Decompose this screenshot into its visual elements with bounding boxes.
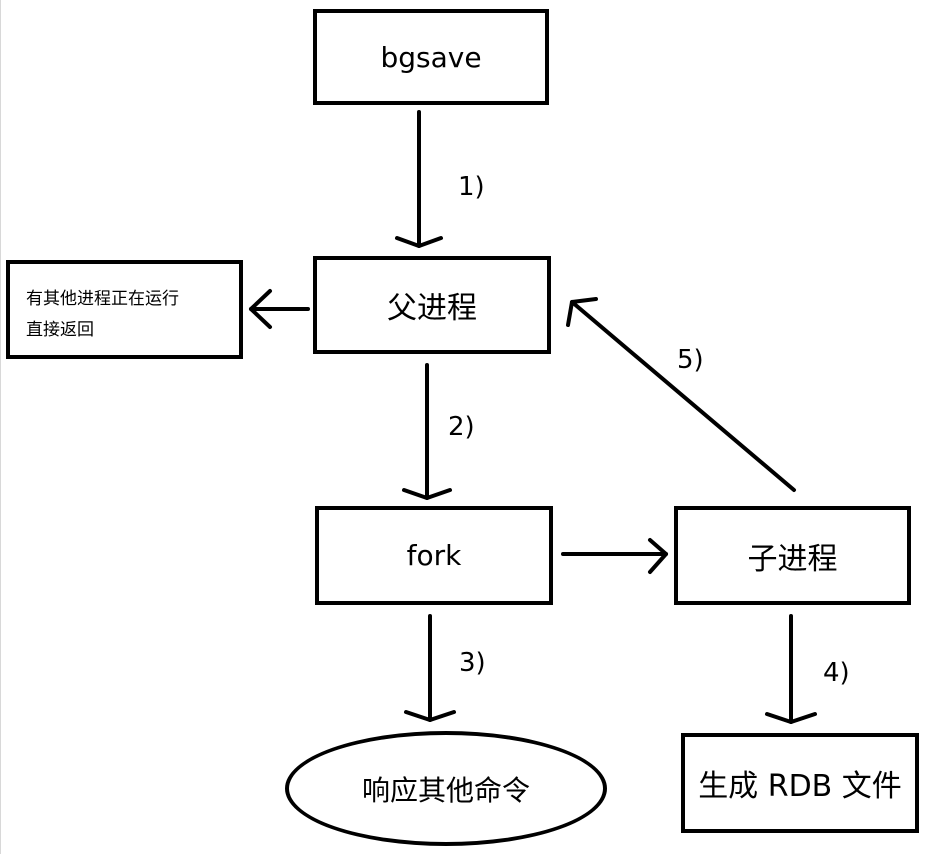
- canvas-edge: [0, 0, 1, 854]
- node-bgsave-label: bgsave: [380, 40, 482, 74]
- node-parent-process: 父进程: [313, 256, 551, 354]
- node-child-process-label: 子进程: [747, 541, 838, 577]
- node-child-process: 子进程: [674, 506, 911, 605]
- arrow-bgsave-to-parent: [395, 110, 443, 248]
- arrow-child-to-parent: [566, 297, 796, 492]
- node-respond-commands: 响应其他命令: [285, 731, 607, 846]
- note-line-2: 直接返回: [26, 320, 94, 340]
- node-generate-rdb-label: 生成 RDB 文件: [698, 769, 902, 804]
- note-line-1: 有其他进程正在运行: [26, 289, 179, 309]
- arrow-parent-to-fork: [402, 363, 452, 500]
- node-parent-process-label: 父进程: [387, 291, 477, 326]
- step-label-1: 1): [458, 172, 485, 202]
- step-label-5: 5): [677, 345, 704, 375]
- step-label-2: 2): [448, 412, 475, 442]
- arrow-child-to-rdb: [765, 614, 817, 724]
- node-bgsave: bgsave: [313, 9, 549, 105]
- node-generate-rdb: 生成 RDB 文件: [681, 733, 919, 833]
- arrow-fork-to-respond: [404, 614, 456, 722]
- node-fork: fork: [315, 506, 553, 605]
- step-label-4: 4): [823, 658, 850, 688]
- arrow-parent-to-note: [249, 289, 310, 329]
- arrow-fork-to-child: [561, 538, 668, 574]
- step-label-3: 3): [459, 648, 486, 678]
- node-fork-label: fork: [406, 539, 462, 572]
- node-respond-commands-label: 响应其他命令: [361, 773, 530, 807]
- note-box: 有其他进程正在运行 直接返回: [6, 260, 243, 359]
